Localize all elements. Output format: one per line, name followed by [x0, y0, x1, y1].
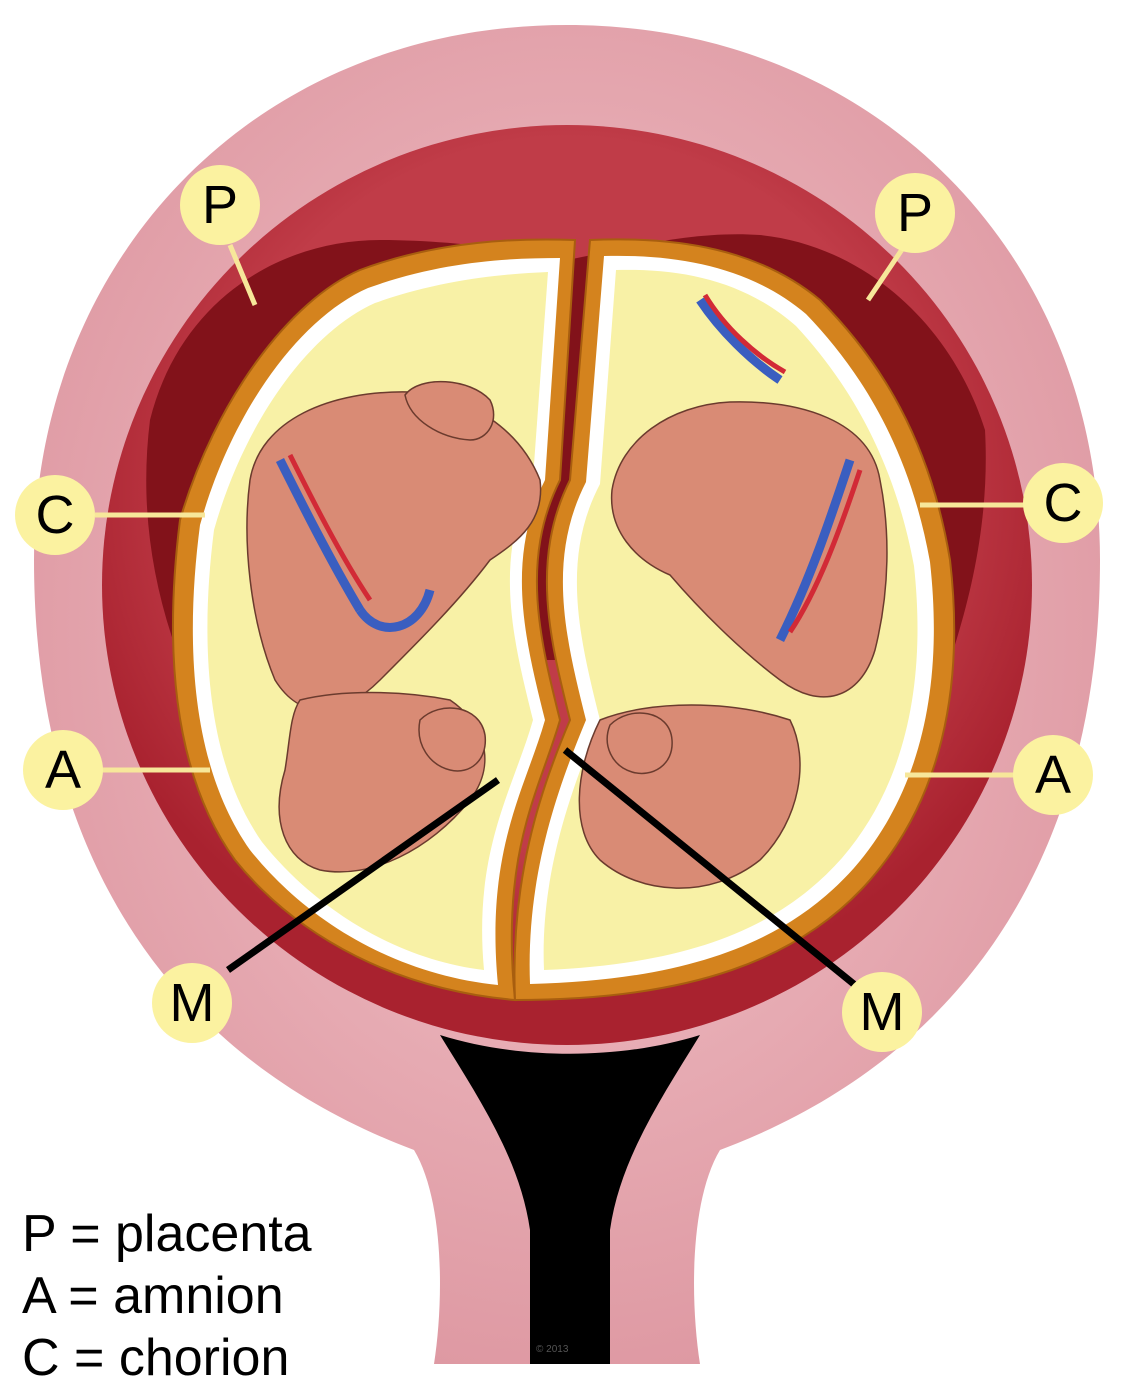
signature: © 2013	[536, 1344, 569, 1355]
label-placenta-right: P	[875, 173, 955, 253]
label-membrane-right-text: M	[860, 982, 905, 1042]
label-amnion-left-text: A	[45, 740, 81, 800]
legend-chorion: C = chorion	[22, 1332, 289, 1384]
label-amnion-left: A	[23, 730, 103, 810]
label-placenta-left-text: P	[202, 175, 238, 235]
label-membrane-left-text: M	[170, 973, 215, 1033]
label-amnion-right-text: A	[1035, 745, 1071, 805]
label-chorion-left: C	[15, 475, 95, 555]
label-chorion-right: C	[1023, 463, 1103, 543]
legend-placenta: P = placenta	[22, 1208, 312, 1260]
label-membrane-right: M	[842, 972, 922, 1052]
legend-amnion: A = amnion	[22, 1270, 284, 1322]
label-chorion-right-text: C	[1044, 473, 1083, 533]
label-placenta-left: P	[180, 165, 260, 245]
label-membrane-left: M	[152, 963, 232, 1043]
label-chorion-left-text: C	[36, 485, 75, 545]
label-placenta-right-text: P	[897, 183, 933, 243]
label-amnion-right: A	[1013, 735, 1093, 815]
